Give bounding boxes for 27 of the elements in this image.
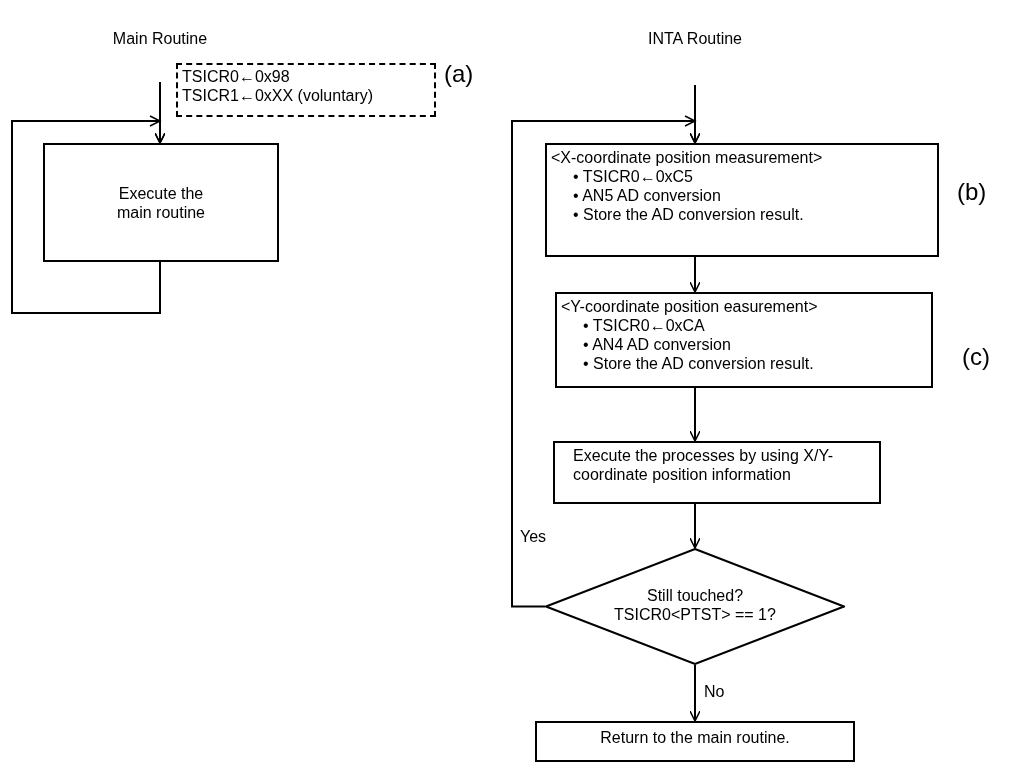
- note-box: [176, 63, 436, 117]
- routine-title: Main Routine: [112, 30, 208, 48]
- process-box: [555, 292, 933, 388]
- register-setting: TSICR0←0x98: [182, 67, 291, 86]
- bullet-item: • TSICR0←0xCA: [583, 316, 706, 335]
- bullet-item: • AN4 AD conversion: [583, 335, 732, 354]
- step-text: Execute the processes by using X/Y-coordinate position information: [573, 446, 834, 484]
- bullet-item: • Store the AD conversion result.: [573, 205, 805, 224]
- process-box: [553, 441, 881, 504]
- callout-letter: (b): [957, 178, 987, 206]
- box-heading: <X-coordinate position measurement>: [550, 148, 824, 167]
- register-setting: TSICR1←0xXX (voluntary): [182, 86, 375, 105]
- routine-title: INTA Routine: [648, 30, 742, 48]
- bullet-item: • TSICR0←0xC5: [573, 167, 694, 186]
- condition-text: TSICR0<PTST> == 1?: [614, 604, 776, 624]
- process-box: [535, 721, 855, 762]
- box-heading: <Y-coordinate position easurement>: [560, 297, 819, 316]
- callout-letter: (c): [962, 343, 990, 371]
- condition-text: Still touched?: [646, 585, 744, 605]
- decision-diamond: [545, 548, 845, 665]
- step-text: Return to the main routine.: [599, 728, 791, 747]
- bullet-item: • AN5 AD conversion: [573, 186, 722, 205]
- step-text: Execute the main routine: [115, 183, 206, 222]
- process-box: [545, 143, 939, 257]
- process-box: [43, 143, 279, 262]
- bullet-item: • Store the AD conversion result.: [583, 354, 815, 373]
- callout-letter: (a): [444, 60, 474, 88]
